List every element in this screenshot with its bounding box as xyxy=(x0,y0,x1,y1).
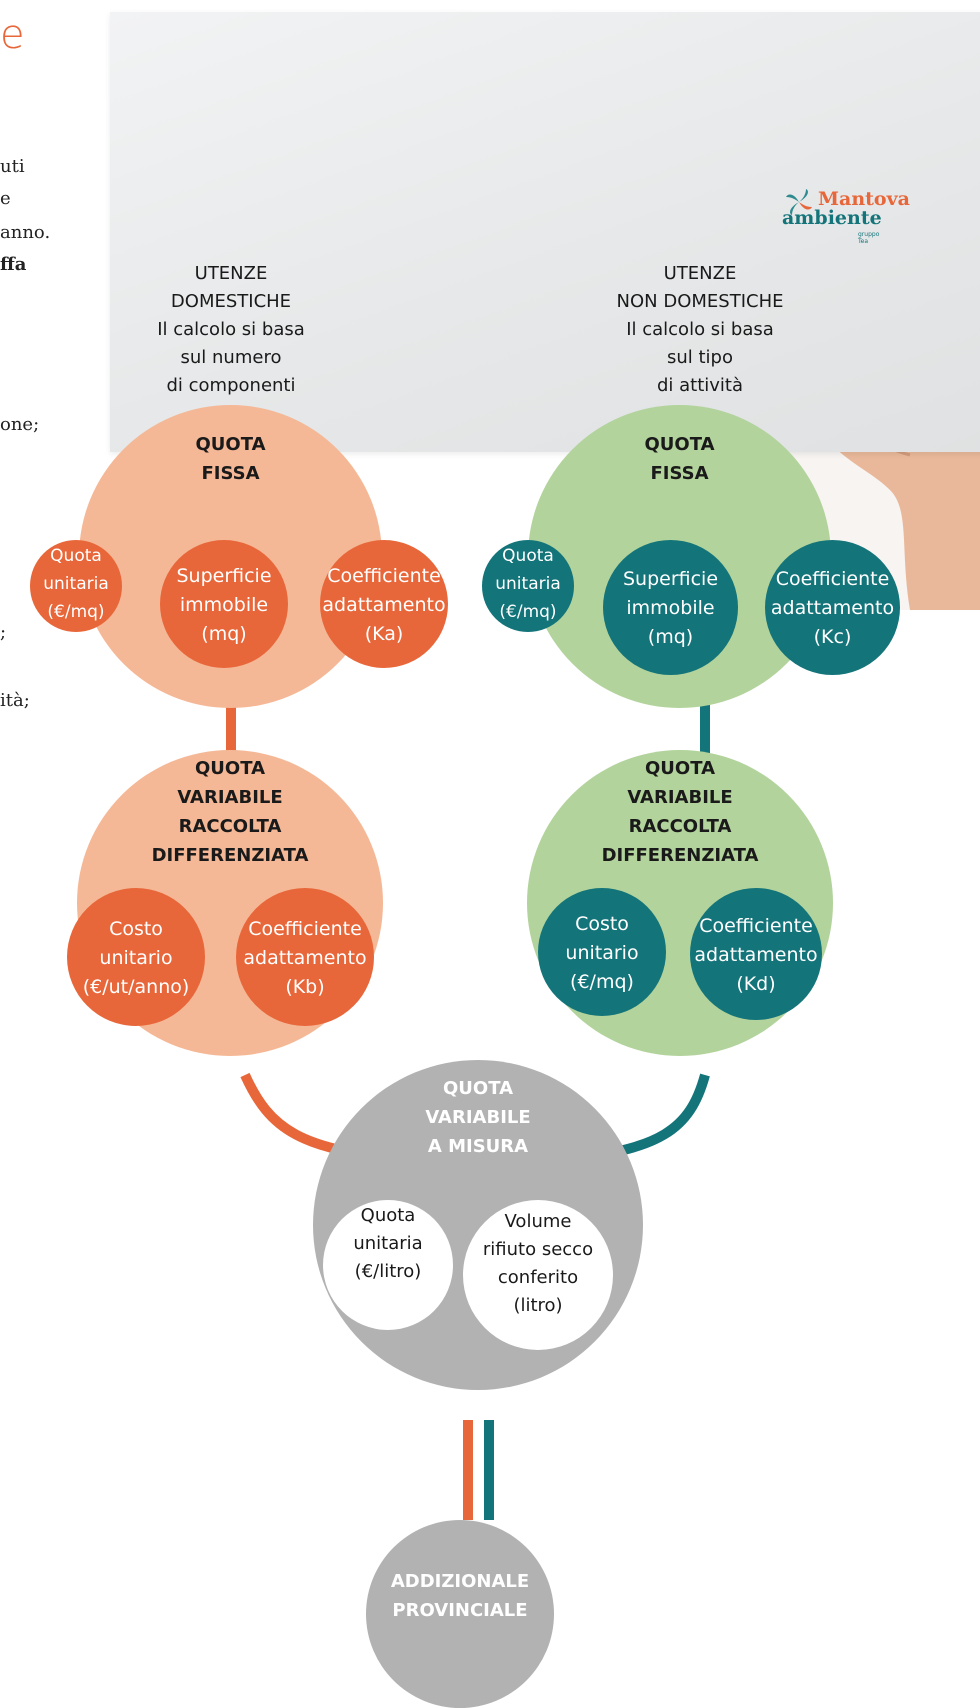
heading-non-domestic: UTENZE NON DOMESTICHE Il calcolo si basa… xyxy=(616,263,784,396)
domestic-fixed-title: QUOTA FISSA xyxy=(195,434,266,484)
side-line: ffa xyxy=(0,254,27,275)
side-line: ità; xyxy=(0,690,30,711)
pinwheel-icon xyxy=(786,189,812,215)
page-title-fragment: e xyxy=(0,12,25,58)
domestic-unit-cost-label: Costo unitario (€/ut/anno) xyxy=(82,918,190,998)
non-domestic-coefficient-kc-circle: Coefficiente adattamento (Kc) xyxy=(765,540,900,675)
domestic-surface-label: Superficie immobile (mq) xyxy=(176,565,272,645)
non-domestic-surface-label: Superficie immobile (mq) xyxy=(622,568,719,648)
domestic-coefficient-ka-label: Coefficiente adattamento (Ka) xyxy=(322,565,446,645)
domestic-coefficient-ka-circle: Coefficiente adattamento (Ka) xyxy=(320,540,448,668)
non-domestic-unit-quota-circle: Quota unitaria (€/mq) xyxy=(482,540,574,632)
non-domestic-coefficient-kd-label: Coefficiente adattamento (Kd) xyxy=(694,915,818,995)
logo-sub: gruppo Tea xyxy=(858,231,880,245)
non-domestic-variable-title: QUOTA VARIABILE RACCOLTA DIFFERENZIATA xyxy=(601,758,759,866)
non-domestic-fixed-title: QUOTA FISSA xyxy=(644,434,715,484)
measured-unit-quota-label: Quota unitaria (€/litro) xyxy=(353,1205,423,1282)
side-line: ; xyxy=(0,622,7,643)
side-line: one; xyxy=(0,414,40,435)
photo-card: Mantova ambiente gruppo Tea xyxy=(110,12,980,452)
measured-unit-quota-circle: Quota unitaria (€/litro) xyxy=(323,1200,453,1330)
measured-volume-label: Volume rifiuto secco conferito (litro) xyxy=(482,1211,594,1316)
non-domestic-unit-cost-label: Costo unitario (€/mq) xyxy=(565,913,639,993)
domestic-unit-quota-label: Quota unitaria (€/mq) xyxy=(43,546,109,622)
domestic-coefficient-kb-circle: Coefficiente adattamento (Kb) xyxy=(236,888,374,1026)
additional-provincial-circle: ADDIZIONALE PROVINCIALE xyxy=(366,1520,554,1708)
side-line: e xyxy=(0,188,11,209)
logo-line2: ambiente xyxy=(782,207,882,229)
non-domestic-surface-circle: Superficie immobile (mq) xyxy=(603,540,738,675)
non-domestic-coefficient-kc-label: Coefficiente adattamento (Kc) xyxy=(770,568,895,648)
logo-line1: Mantova xyxy=(818,188,910,210)
measured-volume-circle: Volume rifiuto secco conferito (litro) xyxy=(463,1200,613,1350)
heading-domestic: UTENZE DOMESTICHE Il calcolo si basa sul… xyxy=(157,263,305,396)
non-domestic-unit-quota-label: Quota unitaria (€/mq) xyxy=(495,546,561,622)
side-line: anno. xyxy=(0,222,51,243)
non-domestic-coefficient-kd-circle: Coefficiente adattamento (Kd) xyxy=(690,888,822,1020)
domestic-variable-title: QUOTA VARIABILE RACCOLTA DIFFERENZIATA xyxy=(151,758,309,866)
side-line: uti xyxy=(0,156,25,177)
domestic-coefficient-kb-label: Coefficiente adattamento (Kb) xyxy=(243,918,367,998)
measured-variable-title: QUOTA VARIABILE A MISURA xyxy=(425,1078,531,1157)
non-domestic-unit-cost-circle: Costo unitario (€/mq) xyxy=(538,888,666,1016)
domestic-surface-circle: Superficie immobile (mq) xyxy=(160,540,288,668)
domestic-unit-cost-circle: Costo unitario (€/ut/anno) xyxy=(67,888,205,1026)
additional-provincial-title: ADDIZIONALE PROVINCIALE xyxy=(390,1571,530,1621)
domestic-unit-quota-circle: Quota unitaria (€/mq) xyxy=(30,540,122,632)
